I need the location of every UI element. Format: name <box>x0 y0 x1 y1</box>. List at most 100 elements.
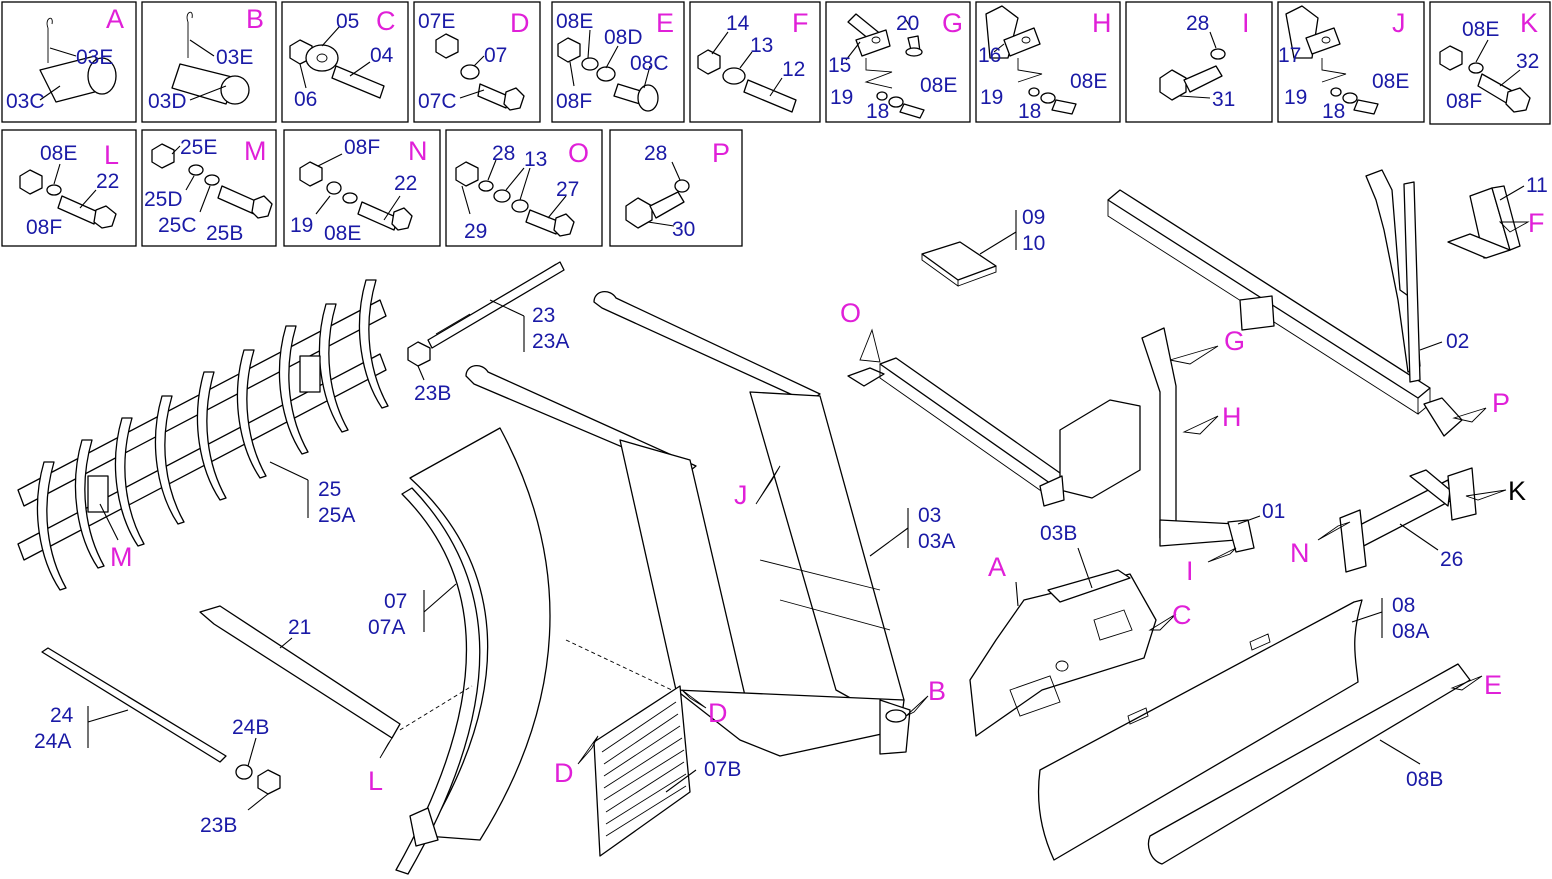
box-g-label-15: 15 <box>828 54 851 77</box>
box-b-label-03e: 03E <box>216 46 253 69</box>
bracket-26: 26 K N <box>1290 467 1526 573</box>
detail-box-p: P 28 30 <box>609 129 743 247</box>
box-g-label-18: 18 <box>866 100 889 123</box>
detail-box-f: F 14 13 12 <box>689 1 821 123</box>
callout-l: L <box>368 766 383 796</box>
detail-box-g: G 20 15 08E 19 18 <box>825 1 971 123</box>
box-m-label-25e: 25E <box>180 136 217 159</box>
box-j-label-19: 19 <box>1284 86 1307 109</box>
box-m-label-25d: 25D <box>144 188 183 211</box>
box-a-label-03e: 03E <box>76 46 113 69</box>
hitch-frame-01: 01 O G H I <box>840 298 1285 586</box>
box-n-letter: N <box>408 136 428 166</box>
detail-box-c: C 05 04 06 <box>281 1 409 123</box>
box-p-letter: P <box>712 138 730 168</box>
rake-tines-25: 25 25A M <box>17 279 389 591</box>
box-d-letter: D <box>510 8 530 38</box>
box-n-label-19: 19 <box>290 214 313 237</box>
box-k-label-08f: 08F <box>1446 90 1482 113</box>
box-k-label-32: 32 <box>1516 50 1539 73</box>
cutting-edge-08b: 08B E <box>1147 663 1502 865</box>
label-24a: 24A <box>34 730 71 753</box>
blade-bracket-03b: 03B A C <box>969 522 1192 737</box>
callout-n: N <box>1290 538 1310 568</box>
detail-box-b: B 03E 03D <box>141 1 277 123</box>
box-f-label-12: 12 <box>782 58 805 81</box>
box-j-label-17: 17 <box>1278 44 1301 67</box>
callout-k: K <box>1508 476 1526 506</box>
label-08: 08 <box>1392 594 1415 617</box>
box-h-label-18: 18 <box>1018 100 1041 123</box>
box-c-letter: C <box>376 6 396 36</box>
shield-07: 07 07A <box>368 427 677 875</box>
bracket-11: 11 F <box>1447 174 1548 259</box>
callout-g: G <box>1224 326 1245 356</box>
box-h-label-08e: 08E <box>1070 70 1107 93</box>
detail-box-l: L 08E 22 08F <box>1 129 137 247</box>
box-d-label-07c: 07C <box>418 90 457 113</box>
rake-rod-23: 23 23A 23B <box>407 261 569 405</box>
callout-h: H <box>1222 402 1242 432</box>
callout-b: B <box>928 676 946 706</box>
label-11: 11 <box>1526 174 1548 197</box>
box-l-label-08e: 08E <box>40 142 77 165</box>
box-g-letter: G <box>942 8 963 38</box>
box-j-letter: J <box>1392 8 1406 38</box>
label-03b: 03B <box>1040 522 1077 545</box>
bar-21: 21 L <box>199 605 401 796</box>
callout-e: E <box>1484 670 1502 700</box>
box-h-letter: H <box>1092 8 1112 38</box>
label-03: 03 <box>918 504 941 527</box>
box-l-label-22: 22 <box>96 170 119 193</box>
box-a-letter: A <box>106 4 124 34</box>
label-03a: 03A <box>918 530 955 553</box>
box-b-label-03d: 03D <box>148 90 187 113</box>
box-i-label-31: 31 <box>1212 88 1235 111</box>
box-j-label-18: 18 <box>1322 100 1345 123</box>
callout-i: I <box>1186 556 1194 586</box>
box-g-label-20: 20 <box>896 12 919 35</box>
detail-box-h: H 16 08E 19 18 <box>975 1 1121 123</box>
label-07: 07 <box>384 590 407 613</box>
box-d-label-07: 07 <box>484 44 507 67</box>
box-o-label-28: 28 <box>492 142 515 165</box>
label-21: 21 <box>288 616 311 639</box>
label-23b-top: 23B <box>414 382 451 405</box>
rod-24: 24 24A 24B 23B <box>34 647 281 837</box>
arm-assembly-03: 03 03A J B <box>465 291 955 757</box>
box-p-label-30: 30 <box>672 218 695 241</box>
detail-box-e: E 08E 08D 08C 08F <box>551 1 685 123</box>
label-26: 26 <box>1440 548 1463 571</box>
box-l-letter: L <box>104 140 119 170</box>
detail-box-j: J 17 08E 19 18 <box>1277 1 1425 123</box>
label-08b: 08B <box>1406 768 1443 791</box>
box-e-label-08e: 08E <box>556 10 593 33</box>
box-o-label-27: 27 <box>556 178 579 201</box>
box-e-label-08c: 08C <box>630 52 669 75</box>
box-f-letter: F <box>792 8 809 38</box>
box-m-label-25b: 25B <box>206 222 243 245</box>
label-10: 10 <box>1022 232 1045 255</box>
box-g-label-08e: 08E <box>920 74 957 97</box>
box-n-label-08f: 08F <box>344 136 380 159</box>
box-a-label-03c: 03C <box>6 90 45 113</box>
box-f-label-14: 14 <box>726 12 750 35</box>
box-i-letter: I <box>1242 8 1250 38</box>
callout-o: O <box>840 298 861 328</box>
detail-box-o: O 28 13 27 29 <box>445 129 603 247</box>
detail-box-n: N 08F 22 19 08E <box>283 129 441 247</box>
detail-box-i: I 28 31 <box>1125 1 1273 123</box>
plate-09-10: 09 10 <box>921 206 1045 287</box>
callout-a: A <box>988 552 1006 582</box>
box-n-label-08e: 08E <box>324 222 361 245</box>
label-02: 02 <box>1446 330 1469 353</box>
label-24: 24 <box>50 704 74 727</box>
box-o-letter: O <box>568 138 589 168</box>
box-n-label-22: 22 <box>394 172 417 195</box>
box-j-label-08e: 08E <box>1372 70 1409 93</box>
box-h-label-19: 19 <box>980 86 1003 109</box>
callout-c: C <box>1172 600 1192 630</box>
callout-f: F <box>1528 208 1545 238</box>
box-e-label-08f: 08F <box>556 90 592 113</box>
